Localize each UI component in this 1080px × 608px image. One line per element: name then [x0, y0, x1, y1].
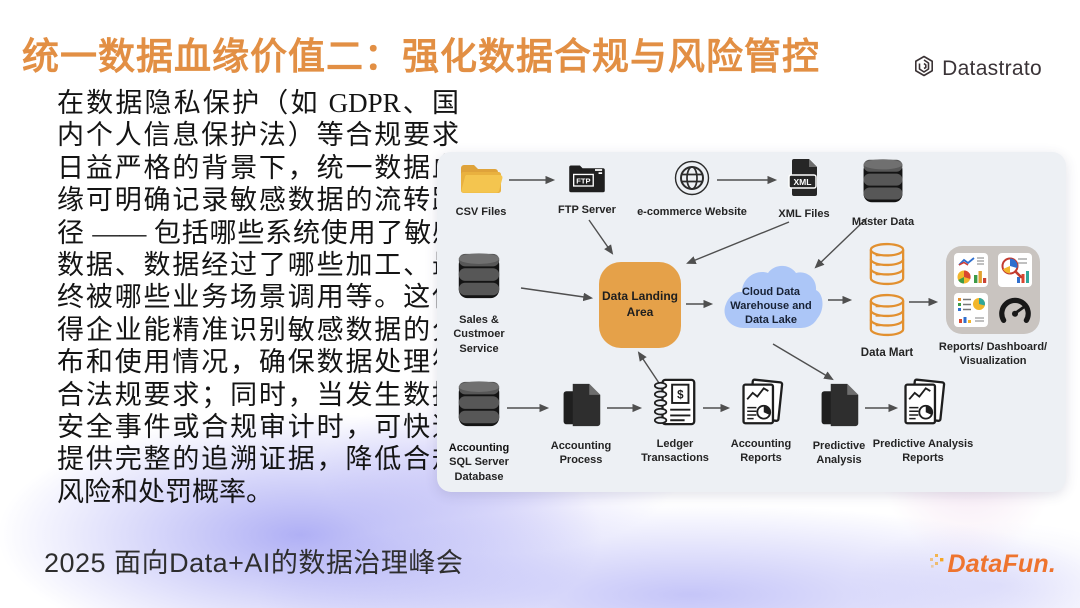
node-csv-files: CSV Files	[445, 160, 517, 219]
globe-icon	[674, 160, 710, 201]
node-xml-files: XML XML Files	[769, 158, 839, 221]
database-icon	[456, 250, 502, 307]
flow-arrows	[507, 175, 939, 413]
node-accounting-process: Accounting Process	[541, 382, 621, 468]
datastrato-logo: Datastrato	[912, 54, 1042, 83]
xml-file-icon: XML	[786, 158, 822, 203]
node-accounting-sql-server: Accounting SQL Server Database	[441, 378, 517, 484]
svg-text:XML: XML	[794, 177, 812, 187]
node-label: Reports/ Dashboard/	[938, 341, 1048, 353]
node-label: Service	[459, 342, 499, 355]
node-ftp-server: FTP FTP Server	[549, 162, 625, 217]
node-label: Predictive	[812, 440, 866, 452]
body-paragraph: 在数据隐私保护（如 GDPR、国内个人信息保护法）等合规要求日益严格的背景下，统…	[57, 88, 459, 507]
node-label: e-commerce Website	[637, 206, 747, 218]
list-pie-report-icon	[954, 293, 988, 327]
magnifier-analytics-icon	[998, 253, 1032, 287]
node-label: Process	[559, 454, 603, 467]
node-label: Predictive Analysis	[872, 438, 974, 450]
datafun-logo: DataFun.	[929, 550, 1056, 579]
database-icon	[456, 378, 502, 435]
data-flow-diagram-panel: CSV Files FTP FTP Server	[437, 152, 1066, 492]
node-label: Master Data	[851, 216, 915, 228]
report-document-icon	[900, 378, 946, 433]
node-predictive-analysis: Predictive Analysis	[803, 382, 875, 468]
node-data-landing-area: Data Landing Area	[599, 262, 681, 348]
ledger-icon: $	[650, 376, 700, 433]
cloud-icon	[716, 265, 826, 346]
node-label: Reports	[740, 452, 782, 465]
node-ecommerce-website: e-commerce Website	[633, 160, 751, 219]
database-icon	[861, 156, 905, 211]
node-label: SQL Server	[449, 456, 509, 469]
node-label: Transactions	[641, 452, 709, 465]
ftp-server-icon: FTP	[566, 162, 608, 199]
node-ledger-transactions: $ Ledger Transactions	[641, 376, 709, 466]
node-label: FTP Server	[558, 204, 616, 216]
node-label: Ledger	[656, 438, 694, 450]
node-label: Custmoer	[453, 328, 505, 341]
node-predictive-analysis-reports: Predictive Analysis Reports	[863, 378, 983, 466]
datafun-wordmark: DataFun.	[947, 550, 1056, 578]
node-accounting-reports: Accounting Reports	[729, 378, 793, 466]
data-mart-cylinder-icon	[868, 242, 906, 291]
node-label: Sales &	[459, 314, 499, 326]
datastrato-hexagon-icon	[912, 54, 936, 83]
node-master-data: Master Data	[843, 156, 923, 229]
node-label: Reports	[902, 452, 944, 465]
node-label: Accounting	[448, 442, 510, 454]
datafun-pixel-dots-icon	[929, 550, 945, 579]
node-cloud-data-warehouse: Cloud Data Warehouse and Data Lake	[716, 260, 826, 342]
node-label: Database	[454, 470, 504, 483]
node-label: Visualization	[959, 355, 1027, 368]
node-label: Data Mart	[860, 347, 914, 359]
node-label: Accounting	[730, 438, 792, 450]
stacked-documents-icon	[817, 382, 861, 433]
footer-conference-title: 2025 面向Data+AI的数据治理峰会	[44, 548, 464, 578]
node-sales-customer-service: Sales & Custmoer Service	[441, 250, 517, 356]
node-label: CSV Files	[455, 206, 507, 218]
stacked-documents-icon	[559, 382, 603, 433]
node-data-mart: Data Mart	[857, 242, 917, 361]
report-document-icon	[738, 378, 784, 433]
data-mart-cylinder-icon	[868, 293, 906, 342]
svg-text:FTP: FTP	[576, 176, 590, 185]
csv-folder-icon	[458, 160, 504, 201]
datastrato-wordmark: Datastrato	[942, 56, 1042, 80]
node-label: XML Files	[778, 208, 830, 220]
node-label: Accounting	[550, 440, 612, 452]
node-label: Analysis	[816, 454, 862, 467]
page-title: 统一数据血缘价值二：强化数据合规与风险管控	[22, 37, 820, 78]
svg-text:$: $	[677, 390, 684, 402]
gauge-icon	[998, 293, 1032, 327]
node-reports-dashboard: Reports/ Dashboard/ Visualization	[933, 246, 1053, 369]
reports-dashboard-icon-group	[946, 246, 1040, 334]
combo-chart-icon	[954, 253, 988, 287]
